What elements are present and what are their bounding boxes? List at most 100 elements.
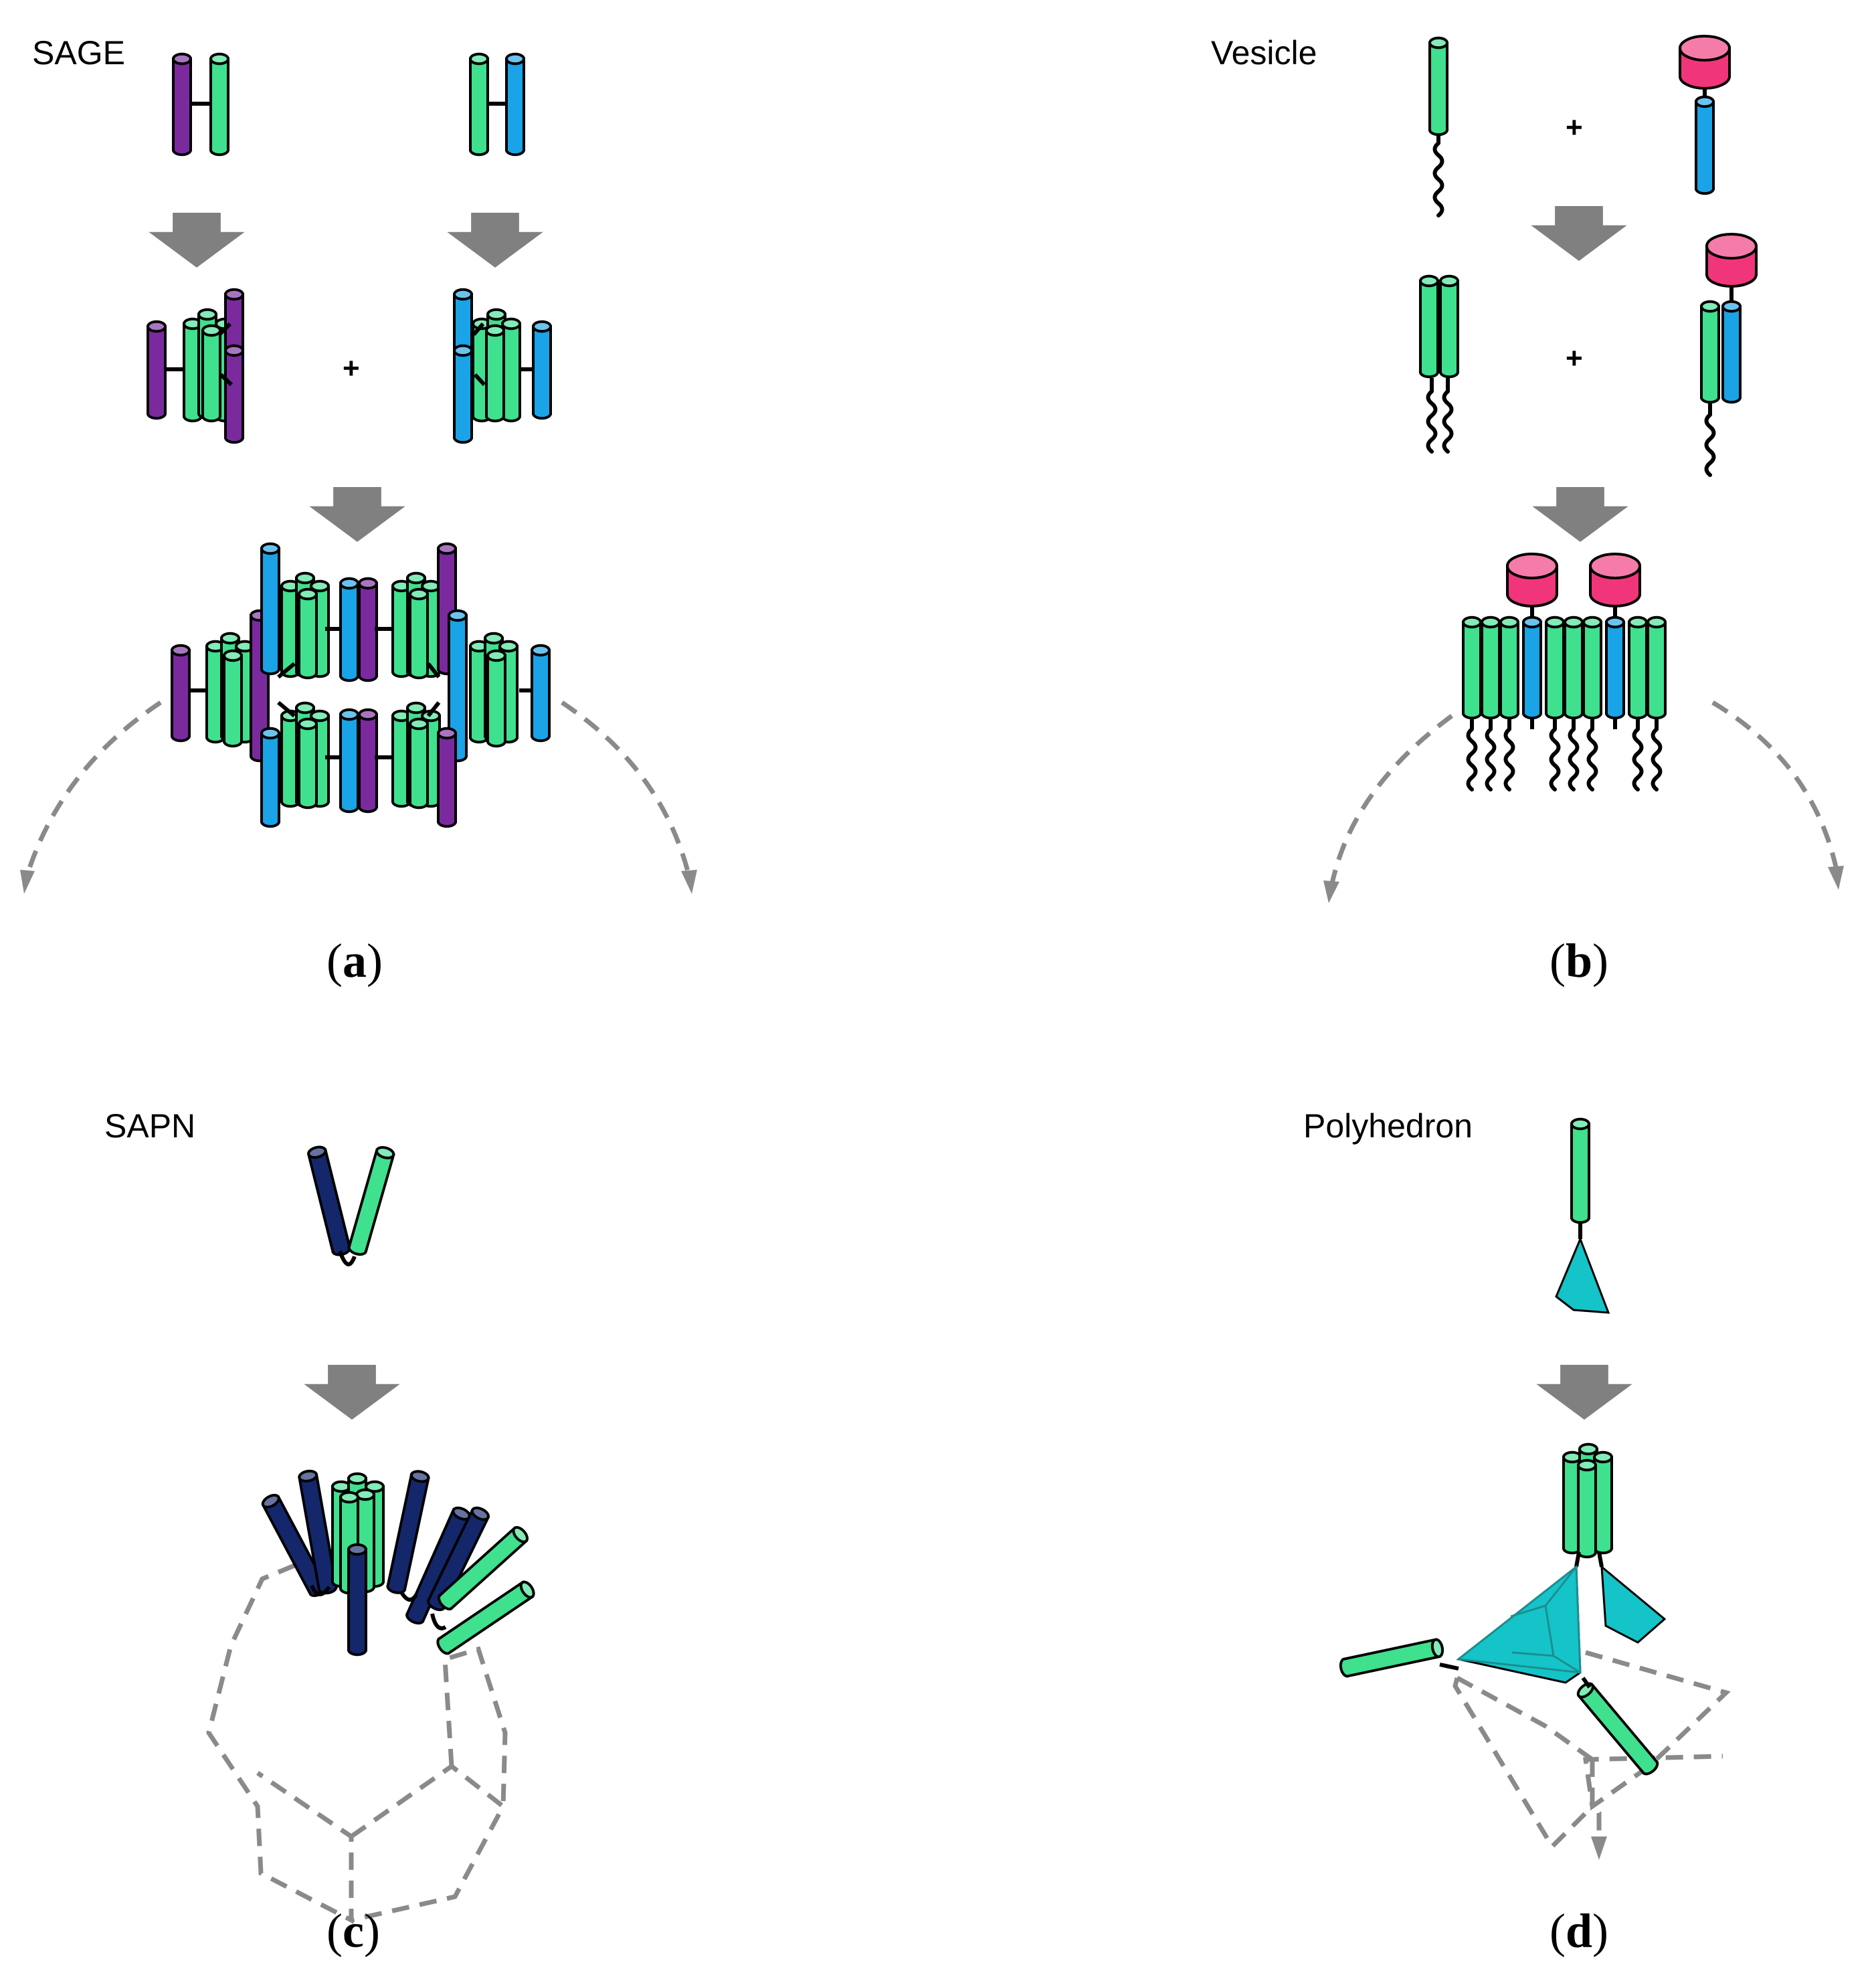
cage-blue-helix	[339, 577, 359, 682]
green-helix	[1419, 274, 1439, 379]
vesicle-lipidated-dimer	[1419, 274, 1459, 454]
green-helix	[1700, 300, 1720, 404]
panel-b-title: Vesicle	[1211, 34, 1317, 72]
vesicle-plus-sign-middle: +	[1566, 342, 1583, 375]
facet-edges	[1510, 1566, 1581, 1674]
panel-c-title: SAPN	[104, 1107, 195, 1145]
sage-purple-hexamer	[147, 288, 244, 444]
navy-helix-body	[386, 1470, 430, 1594]
membrane-helix	[1545, 616, 1565, 720]
linker	[277, 662, 296, 679]
green-helix	[436, 1580, 535, 1655]
blue-helix	[1695, 95, 1715, 195]
cage-green-helix	[298, 717, 318, 810]
linker	[1439, 1663, 1459, 1671]
green-helix	[209, 52, 229, 157]
vesicle-arrow-top	[1531, 206, 1627, 261]
sapn-linker	[338, 1250, 357, 1266]
lipid-tail	[1432, 141, 1444, 217]
navy-helix	[405, 1506, 472, 1625]
panel-a-caption: (a)	[326, 934, 383, 987]
membrane-helix	[1481, 616, 1501, 720]
vesicle-dashed-arrowhead-left	[1323, 880, 1339, 903]
lipid-tail	[1704, 413, 1716, 477]
pink-cargo	[1705, 233, 1758, 288]
green-helix	[1577, 1458, 1597, 1559]
green-helix-body	[436, 1580, 535, 1655]
green-helix-body	[1339, 1638, 1444, 1678]
linker	[1581, 1677, 1592, 1689]
navy-helix	[306, 1145, 352, 1256]
cage-blue-helix	[531, 644, 551, 743]
lipid-tail	[1503, 727, 1515, 791]
cyan-polyhedron-facet	[1555, 1236, 1610, 1314]
membrane-helix	[1499, 616, 1519, 720]
green-helix	[183, 317, 203, 423]
polyhedron-arrow	[1536, 1365, 1632, 1420]
lipid-tail	[1651, 727, 1663, 791]
linker	[426, 701, 441, 717]
panel-c-sapn: SAPN (c)	[104, 1107, 535, 1958]
lipid-tail	[1442, 389, 1454, 454]
lipid-tail	[1568, 727, 1580, 791]
vesicle-cargo-dimer	[1700, 233, 1758, 477]
purple-helix	[224, 344, 244, 444]
green-helix	[1439, 274, 1459, 379]
linker	[473, 373, 486, 387]
membrane-helix	[1522, 616, 1542, 720]
sapn-helix-bundle	[261, 1469, 535, 1657]
membrane-helix	[1605, 616, 1625, 720]
panel-b-vesicle: Vesicle + + (b)	[1211, 34, 1844, 987]
vesicle-lipidated-helix	[1428, 36, 1448, 217]
green-helix-body	[1576, 1682, 1659, 1776]
lipid-tail	[1485, 727, 1497, 791]
lipid-tail	[1426, 389, 1438, 454]
sapn-linkers	[310, 1584, 447, 1630]
sage-dashed-curve-left	[24, 700, 162, 878]
sage-arrow-center	[309, 487, 405, 542]
sage-dashed-curve-right	[561, 700, 692, 877]
green-helix	[1570, 1117, 1590, 1224]
polyhedron-assembly	[1339, 1442, 1667, 1776]
cage-green-helix	[486, 649, 506, 748]
linker	[219, 373, 233, 387]
panel-d-polyhedron: Polyhedron (d)	[1303, 1107, 1731, 1958]
vesicle-plus-sign-top: +	[1566, 111, 1583, 144]
blue-helix	[532, 320, 552, 420]
panel-a-title: SAGE	[32, 34, 125, 72]
membrane-helix	[1582, 616, 1602, 720]
sage-arrow-left	[149, 213, 245, 268]
cage-green-helix	[298, 587, 318, 680]
pink-cargo	[1589, 553, 1641, 607]
green-helix	[1576, 1682, 1659, 1776]
sapn-dashed-cage	[206, 1563, 508, 1924]
green-helix	[1428, 36, 1448, 136]
lipid-tail	[1632, 727, 1644, 791]
polyhedron-dashed-arrowhead	[1591, 1836, 1607, 1860]
panel-d-title: Polyhedron	[1303, 1107, 1473, 1145]
cage-green-helix	[391, 709, 411, 808]
cage-purple-helix	[437, 727, 457, 828]
cage-green-helix	[409, 717, 429, 810]
vesicle-membrane-assembly	[1462, 553, 1667, 791]
navy-helix	[426, 1506, 490, 1612]
navy-helix	[386, 1470, 430, 1594]
cage-purple-helix	[358, 577, 378, 682]
green-helix	[438, 1525, 529, 1611]
sage-dashed-arrowhead-right	[681, 870, 697, 894]
panel-d-caption: (d)	[1550, 1904, 1608, 1958]
membrane-helix	[1462, 616, 1482, 720]
panel-b-caption: (b)	[1550, 934, 1608, 987]
lipid-tail	[1466, 727, 1478, 791]
purple-helix	[172, 52, 192, 157]
blue-helix	[505, 52, 525, 157]
vesicle-arrow-bottom	[1532, 487, 1628, 542]
linker	[472, 322, 485, 336]
sage-purple-green-dimer	[172, 52, 229, 157]
green-helix	[1339, 1638, 1444, 1678]
blue-helix	[1721, 300, 1742, 404]
purple-helix	[147, 320, 167, 420]
cage-blue-helix	[339, 708, 359, 814]
vesicle-dashed-arrowhead-right	[1828, 866, 1844, 890]
